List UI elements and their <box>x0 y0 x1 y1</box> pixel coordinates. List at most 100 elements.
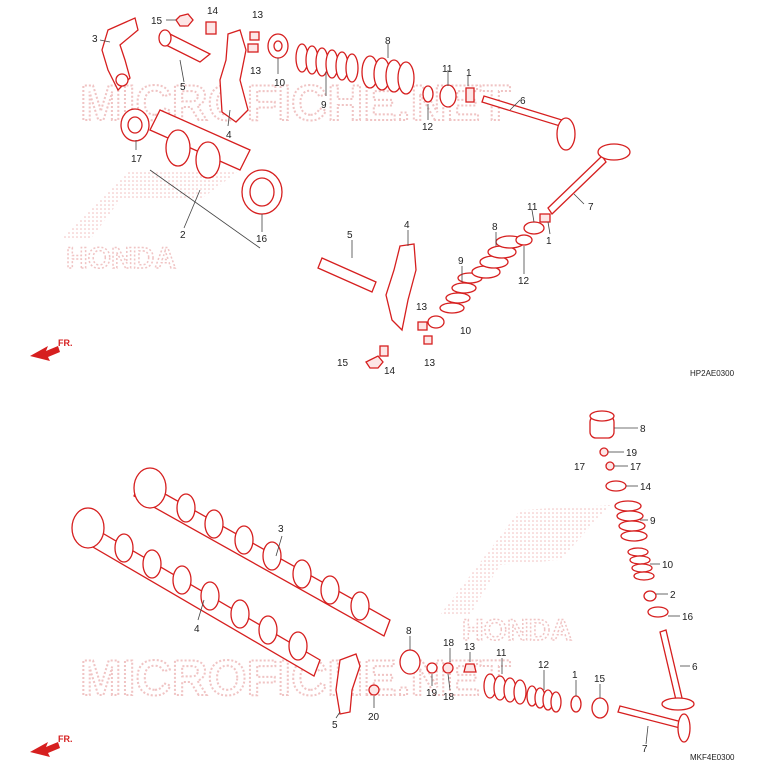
bottom-diagram <box>71 410 695 745</box>
part-13-retainer <box>463 663 477 673</box>
part-15-nut <box>175 13 194 27</box>
label-12: 12 <box>422 122 434 133</box>
label-7: 7 <box>588 202 594 213</box>
label-10: 10 <box>274 78 286 89</box>
part-18-cotter <box>442 662 454 674</box>
label-b10: 10 <box>662 560 674 571</box>
label-13: 13 <box>252 10 264 21</box>
part-9-spring-2 <box>439 272 483 314</box>
label-b20: 20 <box>368 712 380 723</box>
part-10-spring <box>627 547 655 581</box>
label-9: 9 <box>321 100 327 111</box>
part-4-rocker-arm <box>219 29 249 123</box>
watermark-site-text: MICROFICHE.NET <box>80 75 511 131</box>
part-7-valve-head <box>677 713 691 743</box>
part-14-retainer <box>605 480 627 492</box>
label-b14: 14 <box>640 482 652 493</box>
label-3: 3 <box>92 34 98 45</box>
label-10b: 10 <box>460 326 472 337</box>
label-8: 8 <box>385 36 391 47</box>
part-10-washer-hole <box>273 40 283 52</box>
front-marker-bottom: FR. <box>30 734 73 757</box>
part-9-spring-2 <box>614 500 648 542</box>
label-8b: 8 <box>492 222 498 233</box>
label-b3: 3 <box>278 524 284 535</box>
part-11-retainer <box>439 84 457 108</box>
label-4: 4 <box>226 130 232 141</box>
bottom-labels: 3 4 5 20 8 19 18 18 13 11 12 1 15 7 8 19… <box>194 424 698 755</box>
label-b16: 16 <box>682 612 694 623</box>
bottom-leader-lines <box>197 427 690 745</box>
label-13d: 13 <box>424 358 436 369</box>
label-b12: 12 <box>538 660 550 671</box>
part-13-pin-2 <box>247 43 259 53</box>
part-12-seal-2 <box>515 234 533 246</box>
front-marker-label-2: FR. <box>58 734 73 744</box>
label-11b: 11 <box>527 202 538 213</box>
label-b9: 9 <box>650 516 656 527</box>
label-b2: 2 <box>670 590 676 601</box>
label-b1: 1 <box>572 670 578 681</box>
part-3-lobes <box>176 493 370 621</box>
part-14-adjuster-2 <box>379 345 389 357</box>
part-6-valve-head <box>661 697 695 711</box>
label-b7: 7 <box>642 744 648 755</box>
label-14b: 14 <box>384 366 396 377</box>
part-19-shim-2 <box>599 447 609 457</box>
watermark-brand-text: HONDA <box>66 242 176 275</box>
honda-wing-logo-2 <box>440 505 610 615</box>
part-12-spring <box>526 685 562 713</box>
watermark-top: MICROFICHE.NET HONDA <box>60 74 512 276</box>
part-11-spring <box>483 673 527 705</box>
part-14-adjuster <box>205 21 217 35</box>
part-15-nut-2 <box>365 355 384 369</box>
label-b5: 5 <box>332 720 338 731</box>
label-13c: 13 <box>416 302 428 313</box>
label-b8: 8 <box>406 626 412 637</box>
part-10-washer-2 <box>427 315 445 329</box>
part-3-bracket <box>101 17 139 92</box>
label-4b: 4 <box>404 220 410 231</box>
watermark-bottom: MICROFICHE.NET HONDA <box>79 505 610 707</box>
label-2: 2 <box>180 230 186 241</box>
part-17-cotter <box>605 461 615 471</box>
part-8-spring-2 <box>471 235 525 279</box>
label-15: 15 <box>151 16 163 27</box>
label-b17: 17 <box>574 462 586 473</box>
front-marker-top: FR. <box>30 338 73 361</box>
label-b18b: 18 <box>443 692 455 703</box>
part-5-shaft-2 <box>317 257 377 293</box>
label-b15: 15 <box>594 674 606 685</box>
label-13b: 13 <box>250 66 262 77</box>
label-b18: 18 <box>443 638 455 649</box>
label-11: 11 <box>442 64 453 75</box>
part-15-seat <box>591 697 609 719</box>
top-leader-lines <box>99 19 585 282</box>
honda-wing-logo <box>60 170 240 240</box>
part-12-seal <box>422 85 434 103</box>
label-b19: 19 <box>426 688 438 699</box>
part-9-spring <box>295 43 359 83</box>
part-4-rocker-arm-2 <box>385 243 417 332</box>
label-b4: 4 <box>194 624 200 635</box>
part-3-hole <box>115 73 129 87</box>
part-13-pin <box>249 31 260 41</box>
label-b6: 6 <box>692 662 698 673</box>
label-b13: 13 <box>464 642 476 653</box>
label-14: 14 <box>207 6 219 17</box>
part-4-cam-end <box>71 507 105 549</box>
label-b17b: 17 <box>630 462 642 473</box>
bottom-diagram-code: MKF4E0300 <box>690 753 735 762</box>
part-2-lobe <box>165 129 191 167</box>
label-5b: 5 <box>347 230 353 241</box>
label-6: 6 <box>520 96 526 107</box>
part-11-retainer-2 <box>523 221 545 235</box>
label-b8b: 8 <box>640 424 646 435</box>
part-5-bracket <box>335 653 361 715</box>
label-9b: 9 <box>458 256 464 267</box>
top-diagram <box>99 13 631 369</box>
part-8-spring <box>361 55 415 95</box>
front-arrow-icon-2 <box>30 742 60 757</box>
label-12b: 12 <box>518 276 530 287</box>
